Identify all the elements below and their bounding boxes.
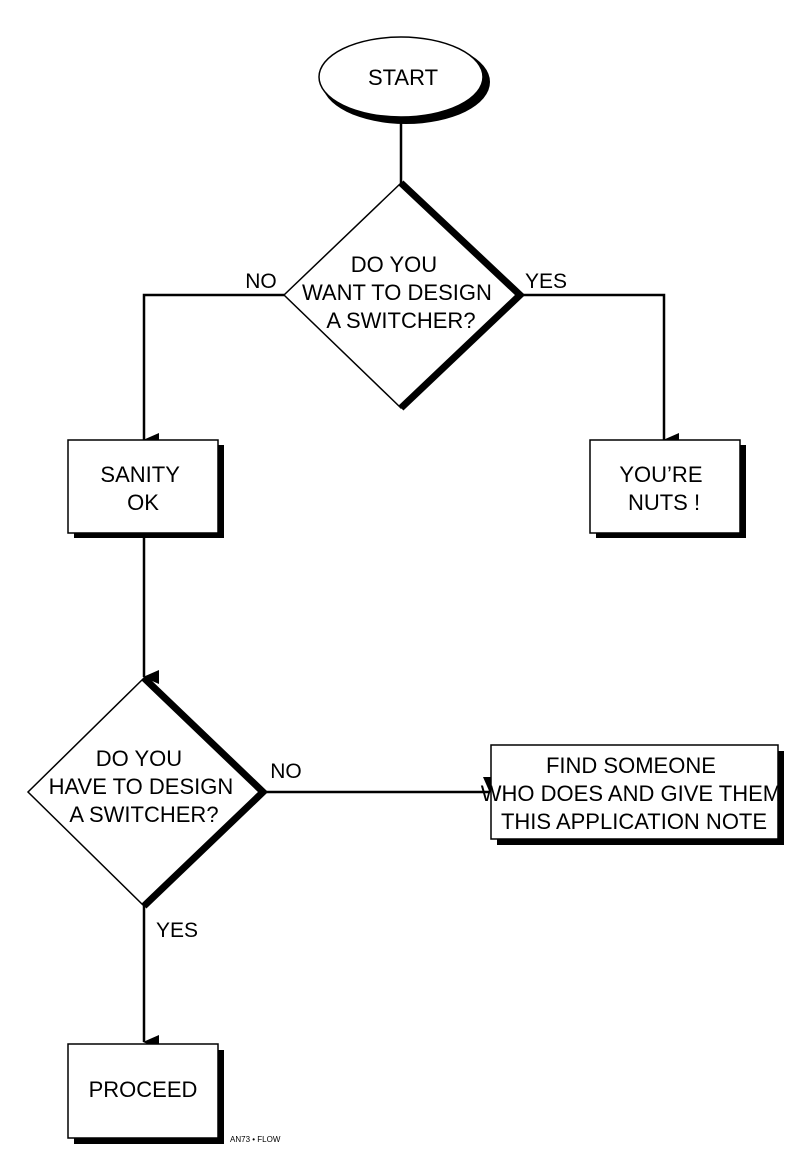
proceed-label: PROCEED bbox=[89, 1077, 198, 1102]
proceed-box: PROCEED bbox=[67, 1043, 224, 1144]
decision-want-line-3: A SWITCHER? bbox=[326, 308, 475, 333]
q1-no-label: NO bbox=[245, 270, 277, 293]
sanity-ok-text: SANITY OK bbox=[100, 462, 185, 515]
sanity-ok-box: SANITY OK bbox=[67, 439, 224, 538]
q2-yes-label: YES bbox=[156, 919, 198, 942]
start-label: START bbox=[368, 65, 438, 90]
decision-have-line-2: HAVE TO DESIGN bbox=[49, 774, 234, 799]
q2-no-label: NO bbox=[270, 760, 302, 783]
decision-have-line-3: A SWITCHER? bbox=[69, 802, 218, 827]
start-node: START bbox=[318, 36, 490, 124]
sanity-line-1: SANITY bbox=[100, 462, 180, 487]
decision-want-to-design: DO YOU WANT TO DESIGN A SWITCHER? bbox=[282, 180, 526, 411]
youre-nuts-box: YOU’RE NUTS ! bbox=[589, 439, 746, 538]
find-line-1: FIND SOMEONE bbox=[546, 753, 716, 778]
find-someone-text: FIND SOMEONE WHO DOES AND GIVE THEM THIS… bbox=[481, 753, 787, 834]
decision-want-line-2: WANT TO DESIGN bbox=[302, 280, 492, 305]
decision-have-line-1: DO YOU bbox=[96, 746, 182, 771]
figure-tag: AN73 • FLOW bbox=[230, 1135, 281, 1144]
find-line-2: WHO DOES AND GIVE THEM bbox=[481, 781, 781, 806]
decision-want-text: DO YOU WANT TO DESIGN A SWITCHER? bbox=[302, 252, 498, 333]
find-someone-box: FIND SOMEONE WHO DOES AND GIVE THEM THIS… bbox=[481, 744, 787, 845]
find-line-3: THIS APPLICATION NOTE bbox=[501, 809, 767, 834]
youre-nuts-text: YOU’RE NUTS ! bbox=[619, 462, 708, 515]
decision-want-line-1: DO YOU bbox=[351, 252, 437, 277]
decision-have-to-design: DO YOU HAVE TO DESIGN A SWITCHER? bbox=[26, 675, 269, 909]
nuts-line-1: YOU’RE bbox=[619, 462, 702, 487]
q1-yes-label: YES bbox=[525, 270, 567, 293]
connector-q1-no bbox=[142, 293, 284, 447]
connector-q1-yes bbox=[520, 293, 679, 447]
sanity-line-2: OK bbox=[127, 490, 159, 515]
decision-have-text: DO YOU HAVE TO DESIGN A SWITCHER? bbox=[49, 746, 240, 827]
nuts-line-2: NUTS ! bbox=[628, 490, 700, 515]
